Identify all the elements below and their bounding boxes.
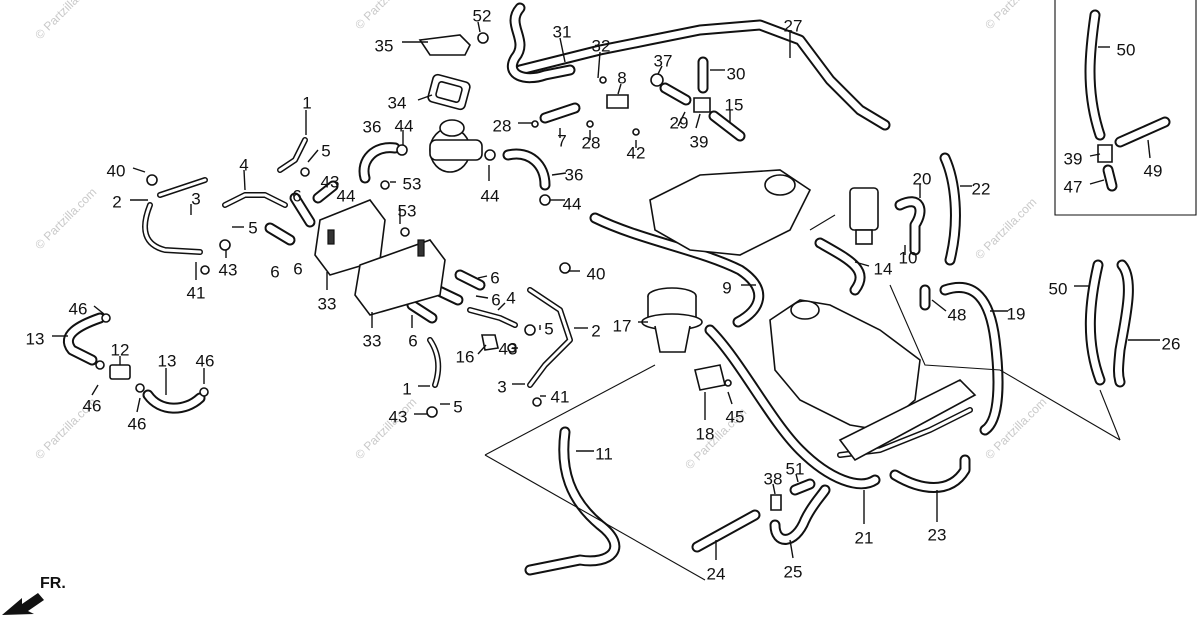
callout-52: 52 xyxy=(473,6,492,25)
callout-49: 49 xyxy=(1144,161,1163,180)
callout-32: 32 xyxy=(592,36,611,55)
callout-14: 14 xyxy=(874,259,893,278)
callout-40: 40 xyxy=(107,161,126,180)
callout-41: 41 xyxy=(551,387,570,406)
callout-18: 18 xyxy=(696,424,715,443)
callout-26: 26 xyxy=(1162,334,1181,353)
callout-6: 6 xyxy=(490,268,499,287)
front-arrow-icon xyxy=(2,593,44,615)
callout-30: 30 xyxy=(727,64,746,83)
callout-41: 41 xyxy=(187,283,206,302)
callout-36: 36 xyxy=(363,117,382,136)
callout-39: 39 xyxy=(1064,149,1083,168)
callout-2: 2 xyxy=(591,321,600,340)
callout-44: 44 xyxy=(563,194,582,213)
callout-44: 44 xyxy=(337,186,356,205)
callout-29: 29 xyxy=(670,113,689,132)
callout-5: 5 xyxy=(453,397,462,416)
callout-5: 5 xyxy=(248,218,257,237)
callout-46: 46 xyxy=(69,299,88,318)
callout-43: 43 xyxy=(321,172,340,191)
callout-17: 17 xyxy=(613,316,632,335)
callout-6: 6 xyxy=(491,290,500,309)
callout-19: 19 xyxy=(1007,304,1026,323)
callout-12: 12 xyxy=(111,340,130,359)
callout-6: 6 xyxy=(292,186,301,205)
callout-44: 44 xyxy=(395,116,414,135)
front-direction-marker: FR. xyxy=(2,575,66,615)
callout-24: 24 xyxy=(707,564,726,583)
callout-2: 2 xyxy=(112,192,121,211)
callout-21: 21 xyxy=(855,528,874,547)
callout-6: 6 xyxy=(293,259,302,278)
callout-46: 46 xyxy=(83,396,102,415)
callout-33: 33 xyxy=(318,294,337,313)
callout-31: 31 xyxy=(553,22,572,41)
callout-6: 6 xyxy=(408,331,417,350)
hoses xyxy=(63,2,1171,576)
watermark: © Partzilla.com xyxy=(32,0,99,42)
callout-10: 10 xyxy=(899,248,918,267)
callout-23: 23 xyxy=(928,525,947,544)
callout-3: 3 xyxy=(191,189,200,208)
components xyxy=(95,32,1121,581)
callout-4: 4 xyxy=(506,288,515,307)
callout-27: 27 xyxy=(784,16,803,35)
callout-38: 38 xyxy=(764,469,783,488)
callout-34: 34 xyxy=(388,93,407,112)
callout-45: 45 xyxy=(726,407,745,426)
leader-lines xyxy=(52,21,1160,560)
callout-9: 9 xyxy=(722,278,731,297)
callout-1: 1 xyxy=(402,379,411,398)
callout-37: 37 xyxy=(654,51,673,70)
callout-6: 6 xyxy=(270,262,279,281)
callout-53: 53 xyxy=(398,201,417,220)
callout-50: 50 xyxy=(1117,40,1136,59)
callout-15: 15 xyxy=(725,95,744,114)
callout-28: 28 xyxy=(493,116,512,135)
callout-5: 5 xyxy=(321,141,330,160)
callout-51: 51 xyxy=(786,459,805,478)
callout-13: 13 xyxy=(26,329,45,348)
watermark: © Partzilla.com xyxy=(972,195,1039,262)
callout-28: 28 xyxy=(582,133,601,152)
callout-42: 42 xyxy=(627,143,646,162)
callout-22: 22 xyxy=(972,179,991,198)
callout-4: 4 xyxy=(239,155,248,174)
callout-33: 33 xyxy=(363,331,382,350)
callout-44: 44 xyxy=(481,186,500,205)
watermark: © Partzilla.com xyxy=(982,0,1049,32)
watermark: © Partzilla.com xyxy=(352,0,419,32)
callout-46: 46 xyxy=(196,351,215,370)
callout-53: 53 xyxy=(403,174,422,193)
callout-25: 25 xyxy=(784,562,803,581)
front-label: FR. xyxy=(40,575,66,592)
inset-frame xyxy=(1054,0,1197,216)
callout-43: 43 xyxy=(499,339,518,358)
callout-3: 3 xyxy=(497,377,506,396)
callout-39: 39 xyxy=(690,132,709,151)
watermark: © Partzilla.com xyxy=(32,185,99,252)
callout-43: 43 xyxy=(219,260,238,279)
callout-5: 5 xyxy=(544,319,553,338)
callout-48: 48 xyxy=(948,305,967,324)
callout-20: 20 xyxy=(913,169,932,188)
watermark: © Partzilla.com xyxy=(352,395,419,462)
callout-16: 16 xyxy=(456,347,475,366)
callout-50: 50 xyxy=(1049,279,1068,298)
callout-47: 47 xyxy=(1064,177,1083,196)
callout-7: 7 xyxy=(557,131,566,150)
callout-43: 43 xyxy=(389,407,408,426)
callout-35: 35 xyxy=(375,36,394,55)
callout-1: 1 xyxy=(302,93,311,112)
callout-11: 11 xyxy=(595,444,613,463)
callout-36: 36 xyxy=(565,165,584,184)
callout-46: 46 xyxy=(128,414,147,433)
callout-13: 13 xyxy=(158,351,177,370)
callout-40: 40 xyxy=(587,264,606,283)
callout-8: 8 xyxy=(617,68,626,87)
